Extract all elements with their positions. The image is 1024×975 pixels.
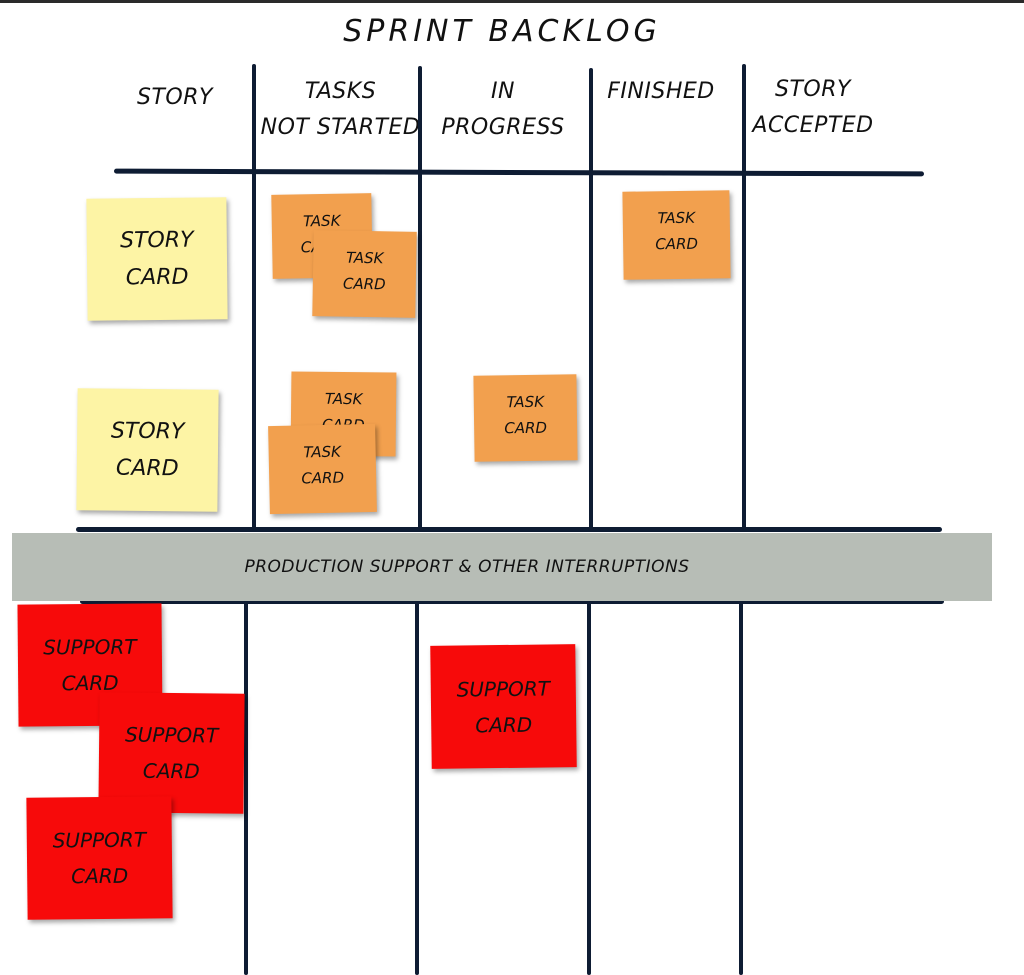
support-card[interactable]: SUPPORT CARD	[26, 796, 173, 920]
card-label: SUPPORT	[43, 634, 137, 660]
task-card[interactable]: TASK CARD	[473, 374, 578, 462]
card-label: TASK	[657, 208, 696, 228]
story-card[interactable]: STORY CARD	[86, 197, 228, 321]
card-label: TASK	[303, 442, 342, 462]
card-label: SUPPORT	[456, 675, 551, 702]
card-label: CARD	[301, 468, 345, 488]
interruptions-band: PRODUCTION SUPPORT & OTHER INTERRUPTIONS	[12, 533, 992, 601]
column-divider	[739, 600, 743, 975]
support-card[interactable]: SUPPORT CARD	[430, 644, 577, 769]
card-label: CARD	[142, 758, 200, 784]
card-label: CARD	[504, 418, 548, 438]
interruptions-label: PRODUCTION SUPPORT & OTHER INTERRUPTIONS	[244, 557, 690, 577]
header-rule	[113, 168, 925, 177]
task-card[interactable]: TASK CARD	[268, 423, 377, 515]
column-header-story: STORY	[120, 80, 230, 116]
board-title: SPRINT BACKLOG	[343, 14, 661, 49]
task-card[interactable]: TASK CARD	[312, 230, 417, 318]
column-divider	[587, 600, 591, 975]
card-label: SUPPORT	[52, 827, 147, 853]
card-label: SUPPORT	[124, 722, 219, 748]
card-label: TASK	[324, 389, 363, 409]
card-label: STORY	[119, 227, 194, 254]
column-divider	[742, 64, 746, 532]
column-divider	[589, 68, 593, 532]
column-divider	[415, 600, 419, 975]
card-label: STORY	[110, 418, 185, 445]
column-header-story-accepted: STORY ACCEPTED	[748, 72, 878, 144]
column-header-line: IN PROGRESS	[441, 79, 565, 140]
column-divider	[244, 600, 248, 975]
column-divider	[418, 66, 422, 532]
story-card[interactable]: STORY CARD	[76, 388, 219, 512]
column-header-line: STORY	[775, 77, 851, 102]
card-label: CARD	[71, 863, 129, 889]
column-header-tasks-not-started: TASKS NOT STARTED	[258, 74, 423, 146]
column-header-line: TASKS	[304, 79, 377, 104]
card-label: CARD	[125, 264, 189, 291]
column-header-line: FINISHED	[607, 79, 715, 104]
column-header-line: NOT STARTED	[260, 115, 421, 140]
top-border	[0, 0, 1024, 3]
column-header-line: ACCEPTED	[752, 113, 874, 138]
card-label: CARD	[342, 274, 386, 294]
swimlane-rule-top	[76, 527, 942, 532]
column-header-finished: FINISHED	[596, 74, 726, 110]
card-label: CARD	[655, 234, 699, 254]
card-label: CARD	[475, 712, 533, 737]
card-label: CARD	[115, 455, 179, 482]
column-header-line: STORY	[137, 85, 213, 110]
swimlane-rule-bottom	[80, 599, 944, 604]
card-label: TASK	[506, 392, 545, 412]
support-card[interactable]: SUPPORT CARD	[98, 692, 245, 814]
column-divider	[252, 64, 256, 532]
task-card[interactable]: TASK CARD	[622, 190, 731, 280]
column-header-in-progress: IN PROGRESS	[428, 74, 578, 146]
card-label: TASK	[345, 248, 384, 268]
